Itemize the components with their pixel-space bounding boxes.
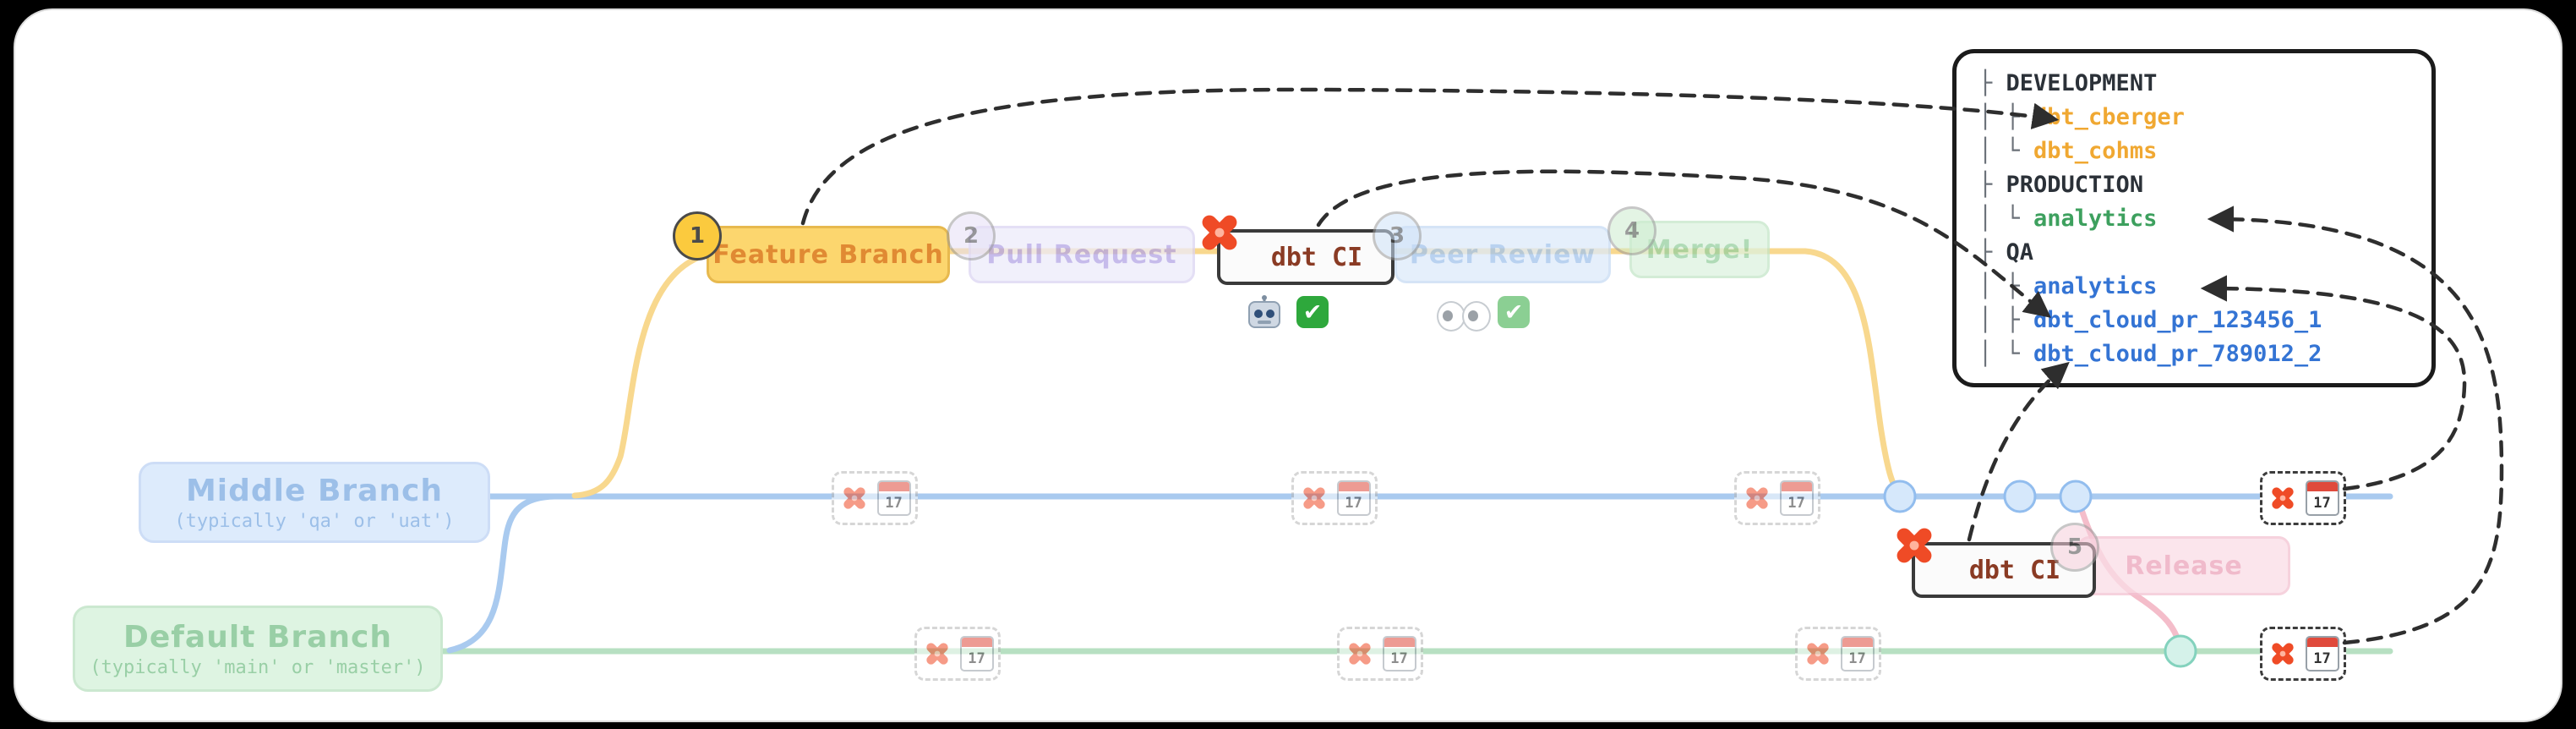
schema-line: │ ├ dbt_cberger — [1978, 104, 2185, 130]
dbt-ci-badge-release: dbt CI — [1912, 542, 2096, 598]
schema-line: │ └ dbt_cohms — [1978, 138, 2158, 164]
schema-line: ├ PRODUCTION — [1978, 172, 2144, 198]
step-badge-2: 2 — [947, 211, 996, 260]
schema-line: │ ├ analytics — [1978, 273, 2158, 299]
schema-browser-panel: ├ DEVELOPMENT │ ├ dbt_cberger │ └ dbt_co… — [1952, 49, 2436, 387]
calendar-icon: 17 — [876, 480, 911, 516]
default-branch-subtitle: (typically 'main' or 'master') — [90, 656, 426, 678]
schema-line: │ └ dbt_cloud_pr_789012_2 — [1978, 341, 2322, 367]
calendar-icon: 17 — [1382, 636, 1416, 671]
scheduled-job-icon: 17 — [832, 471, 918, 525]
calendar-icon: 17 — [1336, 480, 1371, 516]
schema-line: │ ├ dbt_cloud_pr_123456_1 — [1978, 307, 2322, 333]
eyes-icon — [1437, 301, 1491, 332]
scheduled-job-icon: 17 — [1795, 627, 1881, 681]
schema-dbt-cohms: dbt_cohms — [2033, 138, 2158, 164]
dbt-logo-icon — [922, 639, 952, 669]
check-icon-faded: ✔ — [1498, 296, 1530, 328]
scheduled-job-icon: 17 — [1337, 627, 1423, 681]
calendar-icon: 17 — [959, 636, 994, 671]
env-development: DEVELOPMENT — [2006, 70, 2158, 96]
scheduled-job-icon-qa: 17 — [2260, 471, 2346, 525]
dbt-ci-label: dbt CI — [1968, 555, 2061, 585]
env-qa: QA — [2006, 239, 2034, 266]
peer-review-node: Peer Review — [1394, 226, 1611, 283]
schema-dbt-cloud-pr-2: dbt_cloud_pr_789012_2 — [2033, 341, 2322, 367]
schema-line: ├ DEVELOPMENT — [1978, 70, 2158, 96]
peer-review-label: Peer Review — [1409, 239, 1596, 270]
middle-branch-title: Middle Branch — [185, 473, 444, 508]
pull-request-label: Pull Request — [986, 239, 1177, 270]
schema-line: │ └ analytics — [1978, 206, 2158, 232]
dbt-logo-icon — [1742, 483, 1772, 513]
schema-dbt-cberger: dbt_cberger — [2033, 104, 2185, 130]
middle-branch-fork-line — [446, 493, 558, 654]
middle-branch-label: Middle Branch (typically 'qa' or 'uat') — [139, 462, 490, 543]
dbt-ci-label: dbt CI — [1270, 242, 1363, 272]
release-label: Release — [2125, 551, 2243, 581]
dbt-logo-icon — [1803, 639, 1833, 669]
step-badge-5: 5 — [2050, 523, 2099, 572]
default-branch-label: Default Branch (typically 'main' or 'mas… — [73, 606, 443, 692]
step-badge-1: 1 — [673, 211, 722, 260]
calendar-icon: 17 — [2305, 636, 2339, 671]
env-production: PRODUCTION — [2006, 172, 2144, 198]
merge-label: Merge! — [1645, 234, 1754, 265]
release-commit-dot — [2164, 634, 2197, 668]
middle-branch-subtitle: (typically 'qa' or 'uat') — [174, 510, 455, 532]
schema-dbt-cloud-pr-1: dbt_cloud_pr_123456_1 — [2033, 307, 2322, 333]
release-node: Release — [2077, 536, 2290, 595]
feature-branch-label: Feature Branch — [712, 239, 944, 270]
robot-icon — [1246, 294, 1283, 332]
dbt-logo-icon — [1299, 483, 1329, 513]
dbt-logo-icon — [2268, 483, 2298, 513]
commit-dot — [2059, 480, 2093, 513]
calendar-icon: 17 — [1840, 636, 1875, 671]
dbt-logo-icon — [1195, 208, 1244, 257]
pull-request-node: Pull Request — [969, 226, 1195, 283]
scheduled-job-icon: 17 — [914, 627, 1001, 681]
feature-branch-line — [571, 248, 1905, 499]
scheduled-job-icon: 17 — [1291, 471, 1378, 525]
scheduled-job-icon: 17 — [1734, 471, 1820, 525]
feature-branch-node: Feature Branch — [707, 226, 950, 283]
schema-qa-analytics: analytics — [2033, 273, 2158, 299]
calendar-icon: 17 — [1779, 480, 1814, 516]
calendar-icon: 17 — [2305, 480, 2339, 516]
scheduled-job-icon-prod: 17 — [2260, 627, 2346, 681]
dbt-logo-icon — [1890, 521, 1939, 570]
schema-prod-analytics: analytics — [2033, 206, 2158, 232]
commit-dot — [1883, 480, 1917, 513]
dbt-logo-icon — [839, 483, 870, 513]
dbt-logo-icon — [2268, 639, 2298, 669]
commit-dot — [2003, 480, 2037, 513]
schema-line: ├ QA — [1978, 239, 2034, 266]
step-badge-3: 3 — [1373, 211, 1422, 260]
check-icon: ✔ — [1296, 296, 1329, 328]
step-badge-4: 4 — [1607, 206, 1656, 255]
dbt-logo-icon — [1345, 639, 1375, 669]
default-branch-title: Default Branch — [123, 619, 393, 655]
